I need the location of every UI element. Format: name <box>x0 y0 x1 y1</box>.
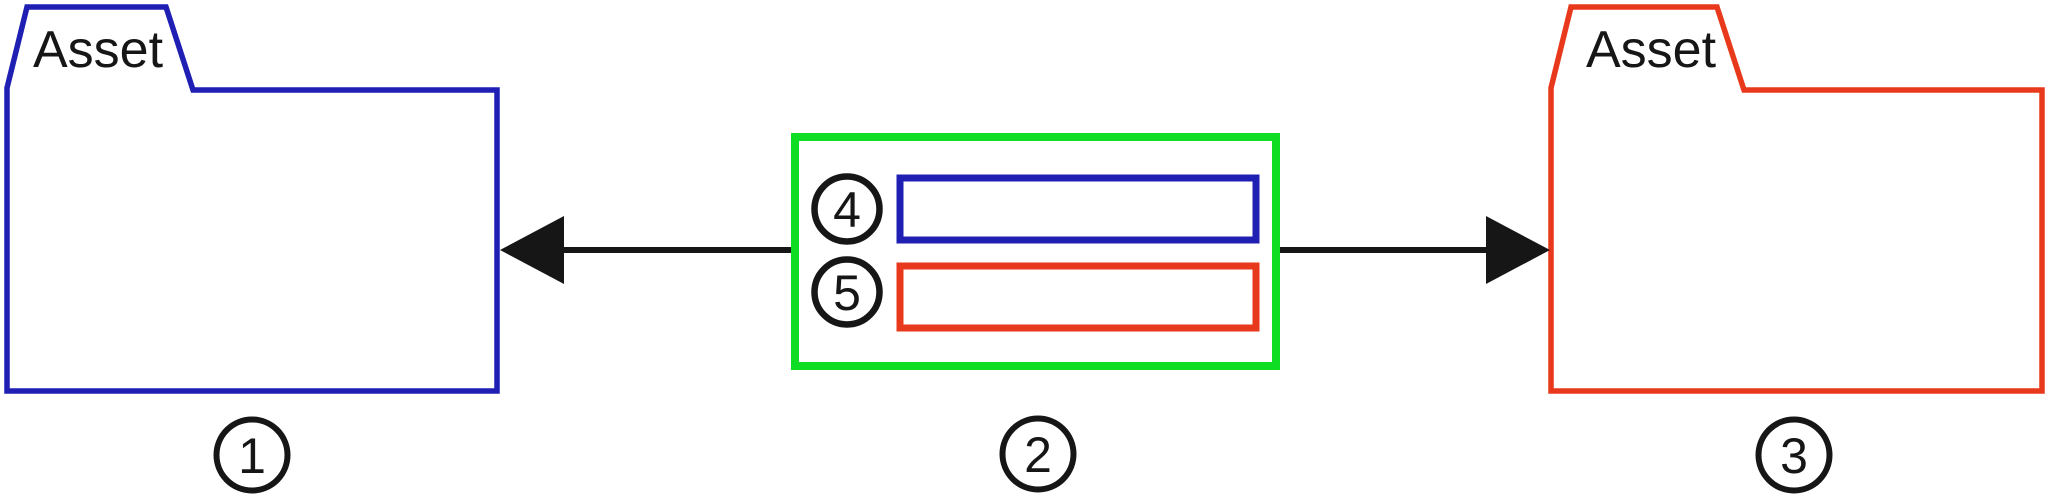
label-1-number: 1 <box>238 428 266 484</box>
mapping-box-outline <box>791 133 1280 370</box>
label-3-circle-icon <box>1755 416 1833 494</box>
label-1: 1 <box>213 416 291 494</box>
left-folder-label: Asset <box>33 21 164 79</box>
label-1-circle-icon <box>213 416 291 494</box>
blue-mapping-rect <box>896 174 1260 244</box>
right-folder-label: Asset <box>1586 21 1717 79</box>
label-4-number: 4 <box>833 182 861 238</box>
left-arrow <box>500 216 799 284</box>
label-4-circle-icon <box>811 173 883 245</box>
right-arrowhead-icon <box>1486 216 1550 284</box>
right-folder: Asset <box>1548 4 2045 394</box>
right-arrow <box>1272 216 1550 284</box>
left-arrowhead-icon <box>500 216 564 284</box>
label-5-number: 5 <box>833 265 861 321</box>
mapping-row-red: 5 <box>811 256 1260 332</box>
label-3: 3 <box>1755 416 1833 494</box>
left-folder-icon <box>4 4 500 394</box>
label-3-number: 3 <box>1780 428 1808 484</box>
left-folder: Asset <box>4 4 500 394</box>
label-2: 2 <box>999 415 1077 493</box>
red-mapping-rect <box>896 262 1260 332</box>
label-2-circle-icon <box>999 415 1077 493</box>
mapping-row-blue: 4 <box>811 173 1260 245</box>
right-folder-icon <box>1548 4 2045 394</box>
label-2-number: 2 <box>1024 427 1052 483</box>
label-5-circle-icon <box>811 256 883 328</box>
mapping-box: 4 5 <box>791 133 1280 370</box>
